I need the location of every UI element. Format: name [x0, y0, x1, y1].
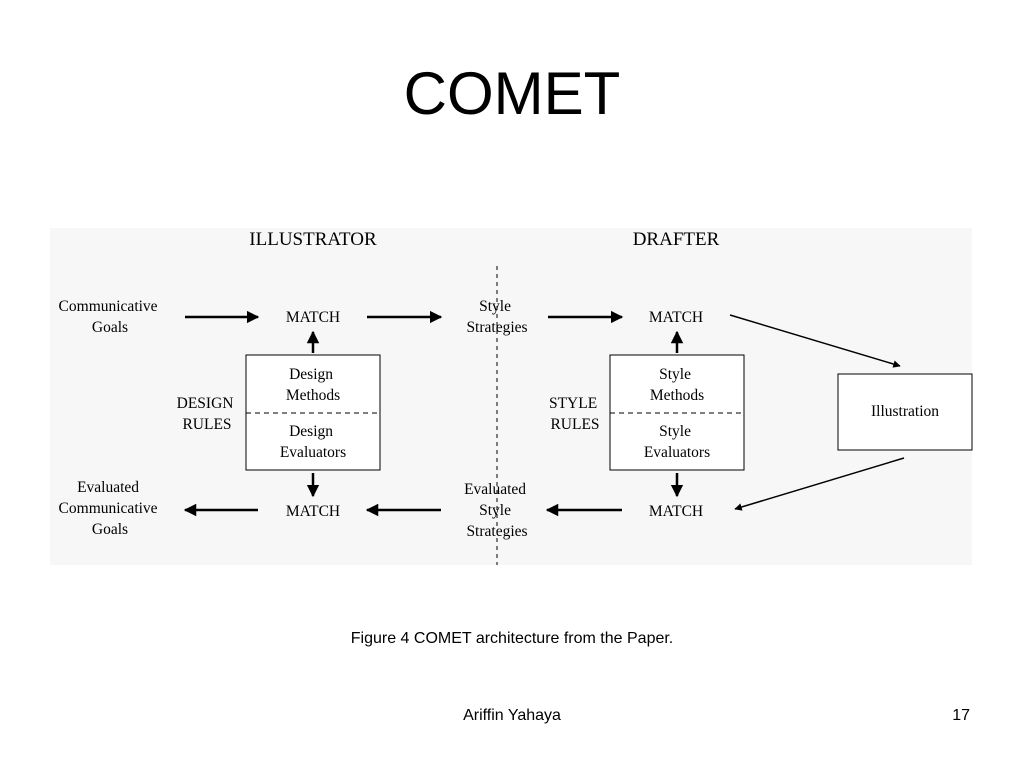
- design-rules-label: DESIGN RULES: [177, 395, 238, 433]
- illustrator-bottom-match: MATCH: [286, 503, 340, 520]
- evaluated-style-strategies-label: Evaluated Style Strategies: [464, 481, 530, 540]
- style-methods-text: Style Methods: [650, 366, 704, 404]
- evaluated-communicative-goals-label: Evaluated Communicative Goals: [59, 479, 162, 538]
- figure-caption: Figure 4 COMET architecture from the Pap…: [350, 630, 674, 647]
- illustration-text: Illustration: [871, 403, 939, 420]
- footer-author: Ariffin Yahaya: [463, 707, 561, 724]
- style-evaluators-text: Style Evaluators: [644, 423, 710, 461]
- arrow-drafter-match-to-illustration: [729, 314, 901, 368]
- style-rules-label: STYLE RULES: [549, 395, 601, 433]
- design-methods-text: Design Methods: [286, 366, 340, 404]
- arrow-illustration-to-drafter-match: [734, 457, 905, 511]
- design-evaluators-text: Design Evaluators: [280, 423, 346, 461]
- drafter-top-match: MATCH: [649, 309, 703, 326]
- communicative-goals-label: Communicative Goals: [59, 298, 162, 336]
- drafter-header: DRAFTER: [633, 229, 720, 250]
- drafter-bottom-match: MATCH: [649, 503, 703, 520]
- illustration-box: [837, 373, 973, 451]
- illustrator-top-match: MATCH: [286, 309, 340, 326]
- slide-title: COMET: [403, 60, 621, 127]
- illustrator-header: ILLUSTRATOR: [249, 229, 377, 250]
- page-number: 17: [952, 707, 970, 724]
- style-strategies-label: Style Strategies: [466, 298, 527, 336]
